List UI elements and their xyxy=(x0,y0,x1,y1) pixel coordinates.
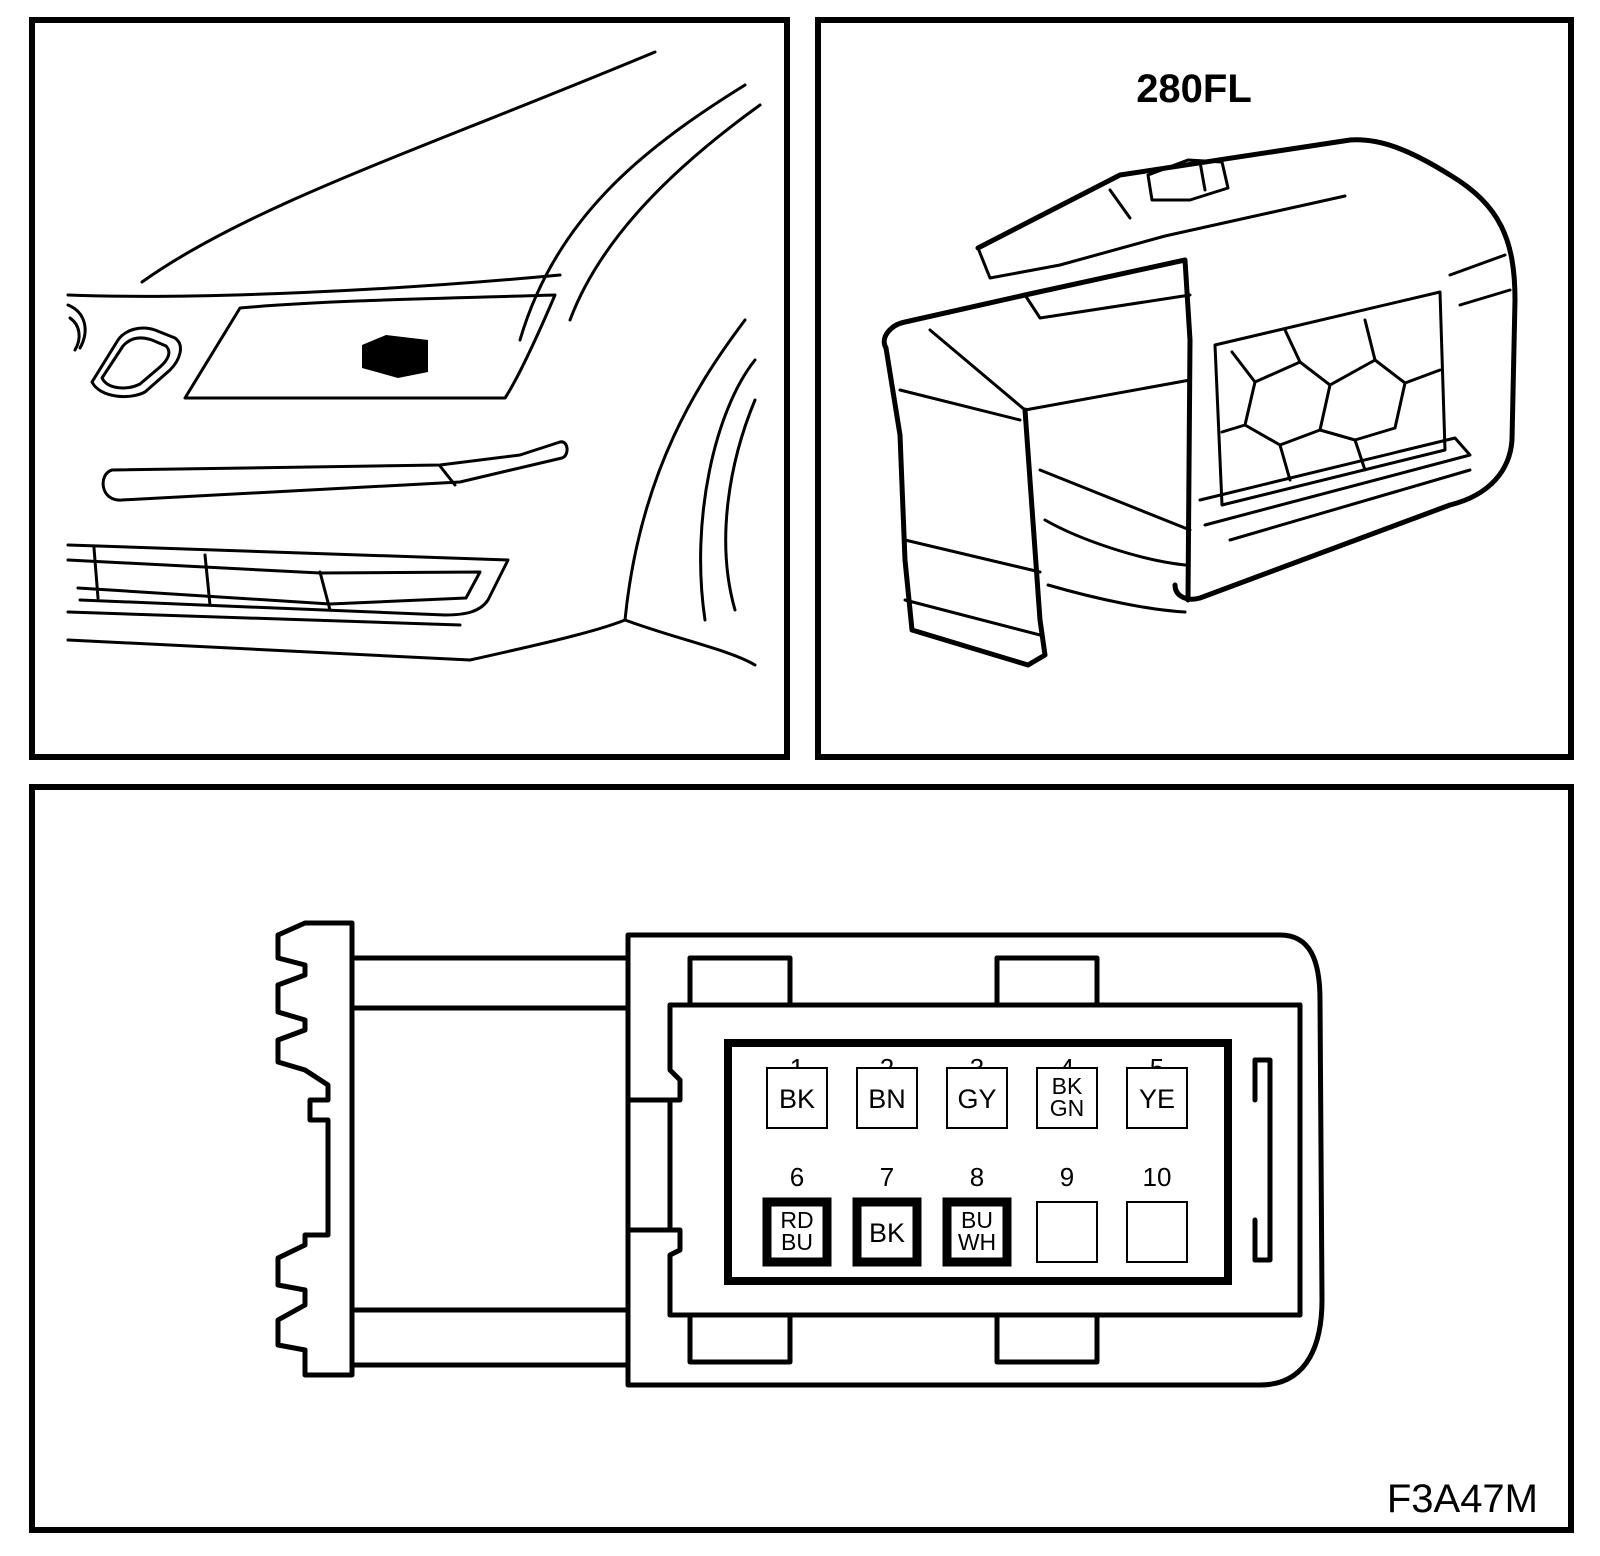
connector-3d-illustration xyxy=(881,137,1518,668)
wire-color: YE xyxy=(1139,1084,1175,1114)
pin-number: 8 xyxy=(970,1162,984,1192)
vehicle-location-panel xyxy=(29,17,790,760)
wire-color: RD xyxy=(780,1207,813,1233)
pin-2: 2BN xyxy=(856,1053,918,1129)
wire-color: BK xyxy=(869,1218,905,1248)
pin-cavity xyxy=(766,1067,828,1129)
pin-number: 10 xyxy=(1143,1162,1172,1192)
pin-cavity xyxy=(1126,1067,1188,1129)
pin-10: 10 xyxy=(1126,1162,1188,1263)
pin-cavity xyxy=(852,1197,922,1267)
connector-panel-frame xyxy=(815,17,1574,760)
connector-latch xyxy=(275,920,631,1378)
wire-color: WH xyxy=(958,1229,996,1255)
wire-color: GY xyxy=(957,1084,996,1114)
connector-housing xyxy=(625,932,1325,1388)
pin-number: 6 xyxy=(790,1162,804,1192)
pin-number: 7 xyxy=(880,1162,894,1192)
pin-5: 5YE xyxy=(1126,1053,1188,1129)
pins: 1BK2BN3GY4BKGN5YE6RDBU7BK8BUWH910 xyxy=(762,1053,1188,1267)
wire-color: BU xyxy=(961,1207,993,1233)
pin-cavity xyxy=(856,1067,918,1129)
wire-color: BK xyxy=(779,1084,815,1114)
pin-cavity xyxy=(1036,1201,1098,1263)
pin-1: 1BK xyxy=(766,1053,828,1129)
car-front-illustration xyxy=(66,50,762,667)
pin-cavity xyxy=(762,1197,832,1267)
connector-photo-panel: 280FL xyxy=(815,17,1574,760)
pin-cavity xyxy=(946,1067,1008,1129)
pin-7: 7BK xyxy=(852,1162,922,1267)
pin-4: 4BKGN xyxy=(1036,1053,1098,1129)
wire-color: BN xyxy=(868,1084,906,1114)
pin-9: 9 xyxy=(1036,1162,1098,1263)
pin-cavity xyxy=(942,1197,1012,1267)
pin-cavity xyxy=(1126,1201,1188,1263)
wire-color: GN xyxy=(1050,1095,1085,1121)
wire-color: BU xyxy=(781,1229,813,1255)
connector-id-label: 280FL xyxy=(1136,67,1252,111)
pinout-panel: 1BK2BN3GY4BKGN5YE6RDBU7BK8BUWH910 F3A47M xyxy=(29,784,1574,1533)
pin-cavity xyxy=(1036,1067,1098,1129)
component-location-marker xyxy=(362,335,428,378)
figure-code: F3A47M xyxy=(1387,1477,1538,1521)
vehicle-panel-frame xyxy=(29,17,790,760)
pin-number: 9 xyxy=(1060,1162,1074,1192)
pin-3: 3GY xyxy=(946,1053,1008,1129)
wire-color: BK xyxy=(1052,1073,1083,1099)
